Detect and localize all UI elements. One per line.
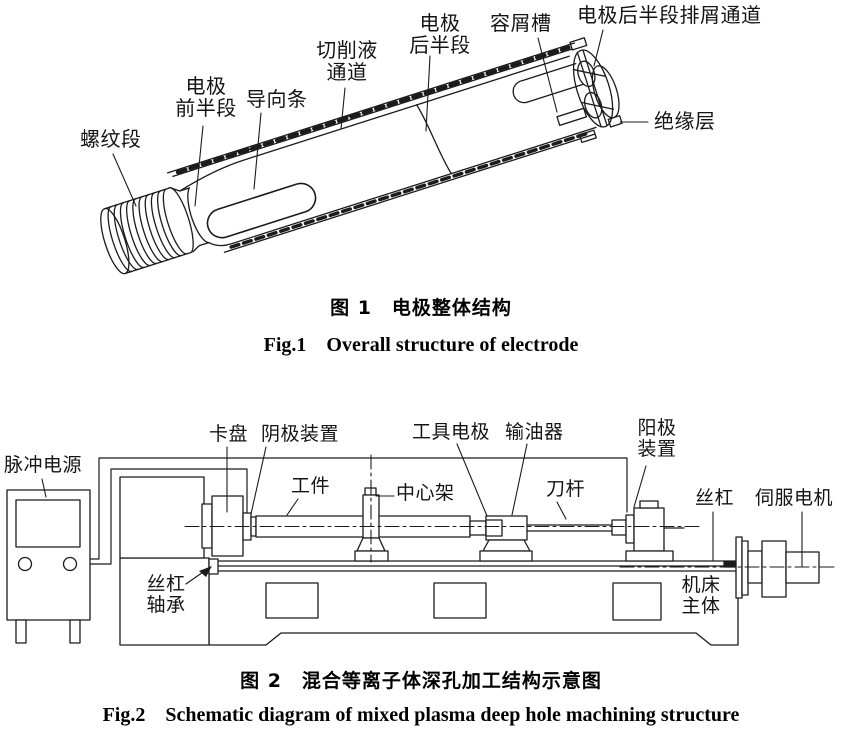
label-insulation-layer: 绝缘层	[654, 111, 716, 133]
flange-disc-2	[741, 540, 749, 596]
power-screen	[15, 499, 81, 548]
power-wires	[75, 457, 628, 565]
electrode-front-half-drawing	[169, 55, 597, 253]
insulation-layer-drawing	[591, 65, 620, 119]
bed-window-3	[612, 582, 662, 621]
label-tool-bar: 刀杆	[546, 479, 586, 500]
screw-bearing	[208, 558, 219, 575]
half-seam	[416, 104, 452, 175]
bed-window-2	[433, 582, 487, 619]
power-knob-left	[17, 556, 33, 572]
end-cap-drawing	[556, 37, 623, 144]
coupler	[761, 540, 787, 598]
chip-groove-drawing	[512, 62, 584, 104]
screw-end	[723, 561, 738, 568]
tool-bar-drawing	[526, 519, 627, 536]
chip-channel-hole-lower	[583, 91, 603, 119]
label-cathode-device: 阴极装置	[261, 424, 340, 445]
label-guide-strip: 导向条	[246, 89, 308, 111]
bearing-block	[119, 557, 210, 646]
anode-device-drawing	[625, 500, 685, 562]
headstock-and-bearing	[119, 476, 219, 646]
label-pulse-power: 脉冲电源	[4, 455, 83, 476]
centerlines	[184, 454, 839, 568]
label-servo-motor: 伺服电机	[755, 488, 834, 509]
label-electrode-front-half: 电极 前半段	[175, 76, 237, 120]
anode-box	[633, 507, 665, 552]
electrode-body	[100, 37, 623, 275]
fig1-leader-lines	[112, 29, 649, 207]
bottom-strip-drawing	[223, 131, 595, 253]
headstock	[119, 476, 205, 559]
label-tool-electrode: 工具电极	[412, 422, 491, 443]
label-electrode-rear-half: 电极 后半段	[409, 13, 471, 57]
figure2-caption-zh: 图 2 混合等离子体深孔加工结构示意图	[240, 670, 602, 692]
label-cutting-fluid-channel: 切削液 通道	[316, 40, 378, 84]
pulse-power-supply	[6, 489, 91, 644]
thread-section-drawing	[100, 187, 194, 275]
label-chip-groove: 容屑槽	[490, 13, 552, 35]
tool-electrode-assembly	[469, 515, 533, 562]
guide-strip-slot	[206, 182, 317, 239]
label-oil-feeder: 输油器	[505, 422, 564, 443]
label-lead-screw-bearing: 丝杠 轴承	[146, 574, 186, 616]
label-machine-body: 机床 主体	[681, 575, 721, 617]
label-rear-half-chip-channel: 电极后半段排屑通道	[577, 5, 762, 27]
machining-schematic	[6, 443, 839, 646]
label-thread-section: 螺纹段	[80, 129, 142, 151]
machine-bed	[207, 560, 739, 646]
arrowhead	[199, 566, 212, 577]
label-workpiece: 工件	[291, 476, 331, 497]
power-knob-right	[62, 556, 78, 572]
chip-channel-hole-upper	[577, 60, 596, 88]
cutting-fluid-channel-drawing	[166, 42, 576, 178]
figure1-caption-zh: 图 1 电极整体结构	[330, 297, 512, 319]
electrode-drawing	[100, 29, 649, 275]
label-center-rest: 中心架	[396, 483, 455, 504]
figure1-caption-en: Fig.1 Overall structure of electrode	[263, 334, 579, 356]
bed-window-1	[265, 582, 319, 619]
label-lead-screw: 丝杠	[695, 488, 735, 509]
label-anode-device: 阳极 装置	[637, 418, 677, 460]
fig2-leader-lines	[41, 443, 803, 585]
figure2-caption-en: Fig.2 Schematic diagram of mixed plasma …	[102, 704, 740, 726]
label-chuck: 卡盘	[209, 424, 249, 445]
